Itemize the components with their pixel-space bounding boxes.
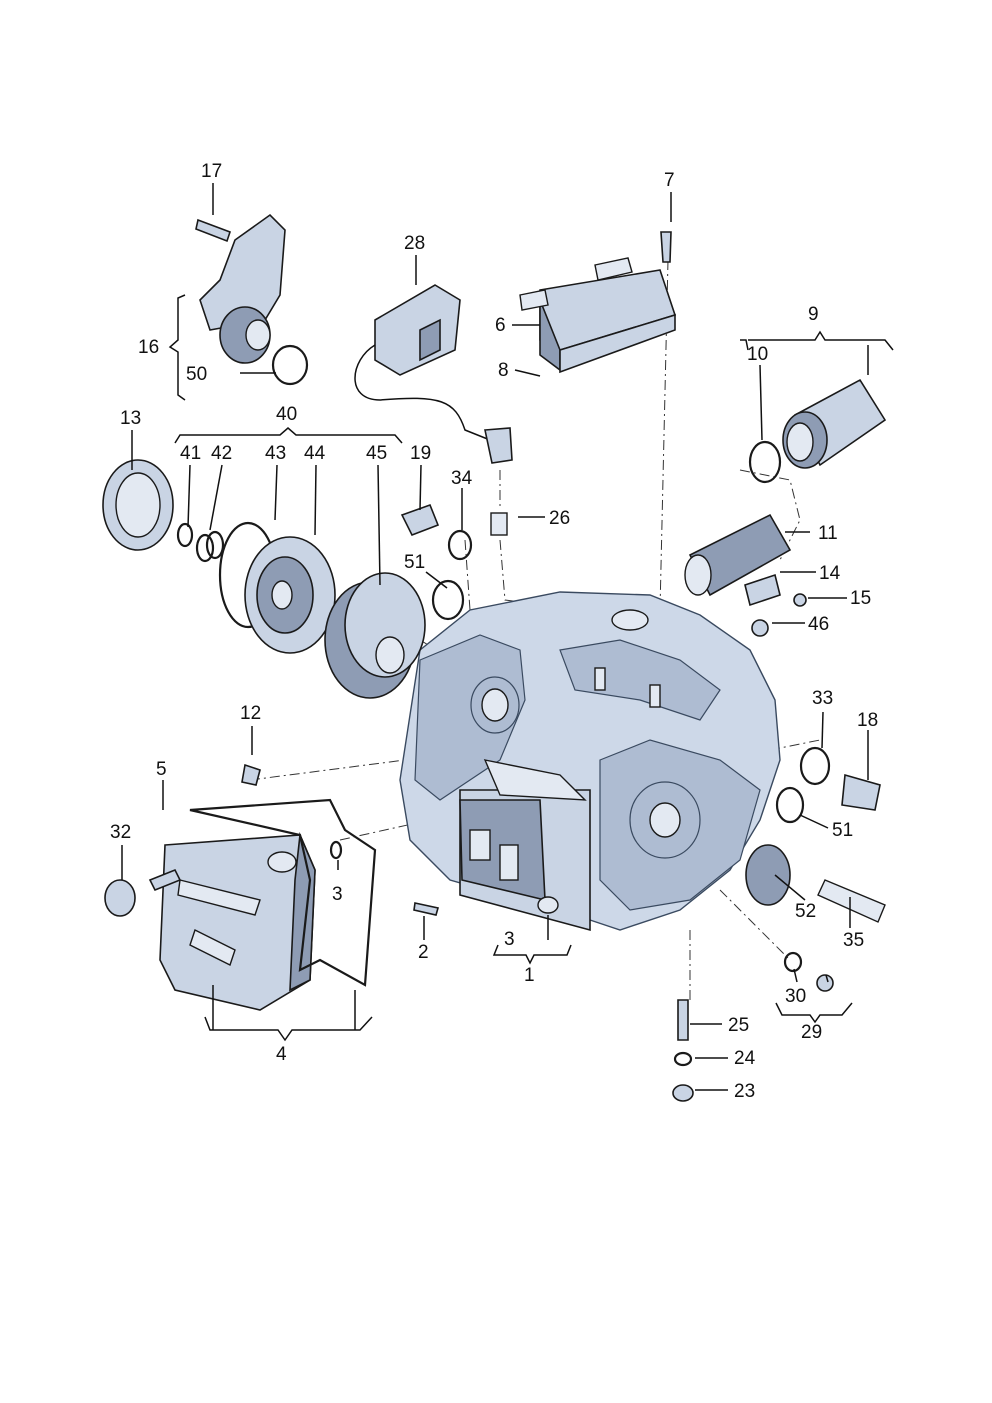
callout-42: 42 bbox=[211, 443, 232, 464]
gearbox-housing bbox=[399, 591, 781, 931]
callout-24: 24 bbox=[734, 1048, 756, 1069]
callout-45: 45 bbox=[366, 443, 387, 464]
callout-51-top: 51 bbox=[404, 552, 425, 573]
callout-15: 15 bbox=[850, 588, 871, 609]
leader-lines bbox=[121, 183, 894, 1091]
callout-29: 29 bbox=[801, 1022, 822, 1043]
cover-13 bbox=[102, 459, 174, 551]
small-parts-bottom bbox=[104, 763, 834, 1102]
callout-12: 12 bbox=[240, 703, 261, 724]
oil-cooler bbox=[519, 257, 677, 374]
callout-50: 50 bbox=[186, 364, 207, 385]
callout-52: 52 bbox=[795, 901, 816, 922]
callout-40: 40 bbox=[276, 404, 297, 425]
callout-33: 33 bbox=[812, 688, 833, 709]
callout-23: 23 bbox=[734, 1081, 755, 1102]
small-parts-right bbox=[744, 573, 807, 637]
callout-34: 34 bbox=[451, 468, 473, 489]
callout-2: 2 bbox=[418, 942, 429, 963]
bolt-17 bbox=[195, 218, 232, 243]
callout-labels: 17 7 28 6 9 16 10 50 8 40 13 41 42 43 44… bbox=[110, 161, 878, 1102]
callout-11: 11 bbox=[818, 523, 838, 544]
sealant-tube bbox=[817, 879, 886, 923]
callout-10: 10 bbox=[747, 344, 768, 365]
callout-13: 13 bbox=[120, 408, 141, 429]
callout-7: 7 bbox=[664, 170, 675, 191]
callout-30: 30 bbox=[785, 986, 806, 1007]
callout-3-center: 3 bbox=[504, 929, 515, 950]
callout-5: 5 bbox=[156, 759, 167, 780]
callout-19: 19 bbox=[410, 443, 431, 464]
sensor-with-cable bbox=[354, 284, 513, 464]
callout-8: 8 bbox=[498, 360, 509, 381]
callout-28: 28 bbox=[404, 233, 425, 254]
callout-25: 25 bbox=[728, 1015, 749, 1036]
oil-pan-cover bbox=[159, 831, 316, 1011]
dual-clutch-pack bbox=[324, 572, 426, 699]
clutch-drum bbox=[244, 536, 336, 654]
callout-35: 35 bbox=[843, 930, 864, 951]
callout-18: 18 bbox=[857, 710, 878, 731]
plug-18 bbox=[841, 773, 881, 811]
callout-51-right: 51 bbox=[832, 820, 853, 841]
callout-1: 1 bbox=[524, 965, 535, 986]
callout-44: 44 bbox=[304, 443, 326, 464]
seals-right bbox=[745, 746, 831, 906]
selector-bracket bbox=[199, 213, 309, 386]
filter-element bbox=[684, 513, 792, 597]
callout-41: 41 bbox=[180, 443, 201, 464]
callout-32: 32 bbox=[110, 822, 131, 843]
callout-17: 17 bbox=[201, 161, 222, 182]
callout-9: 9 bbox=[808, 304, 819, 325]
callout-4: 4 bbox=[276, 1044, 287, 1065]
callout-26: 26 bbox=[549, 508, 570, 529]
callout-43: 43 bbox=[265, 443, 286, 464]
bolt-7 bbox=[660, 231, 672, 263]
mechatronic-unit bbox=[459, 759, 591, 932]
fittings-19-34 bbox=[400, 503, 508, 621]
callout-46: 46 bbox=[808, 614, 829, 635]
callout-14: 14 bbox=[819, 563, 841, 584]
callout-6: 6 bbox=[495, 315, 506, 336]
filter-housing bbox=[748, 378, 887, 484]
callout-3-left: 3 bbox=[332, 884, 343, 905]
callout-16: 16 bbox=[138, 337, 159, 358]
oil-pan-gasket bbox=[189, 798, 377, 987]
